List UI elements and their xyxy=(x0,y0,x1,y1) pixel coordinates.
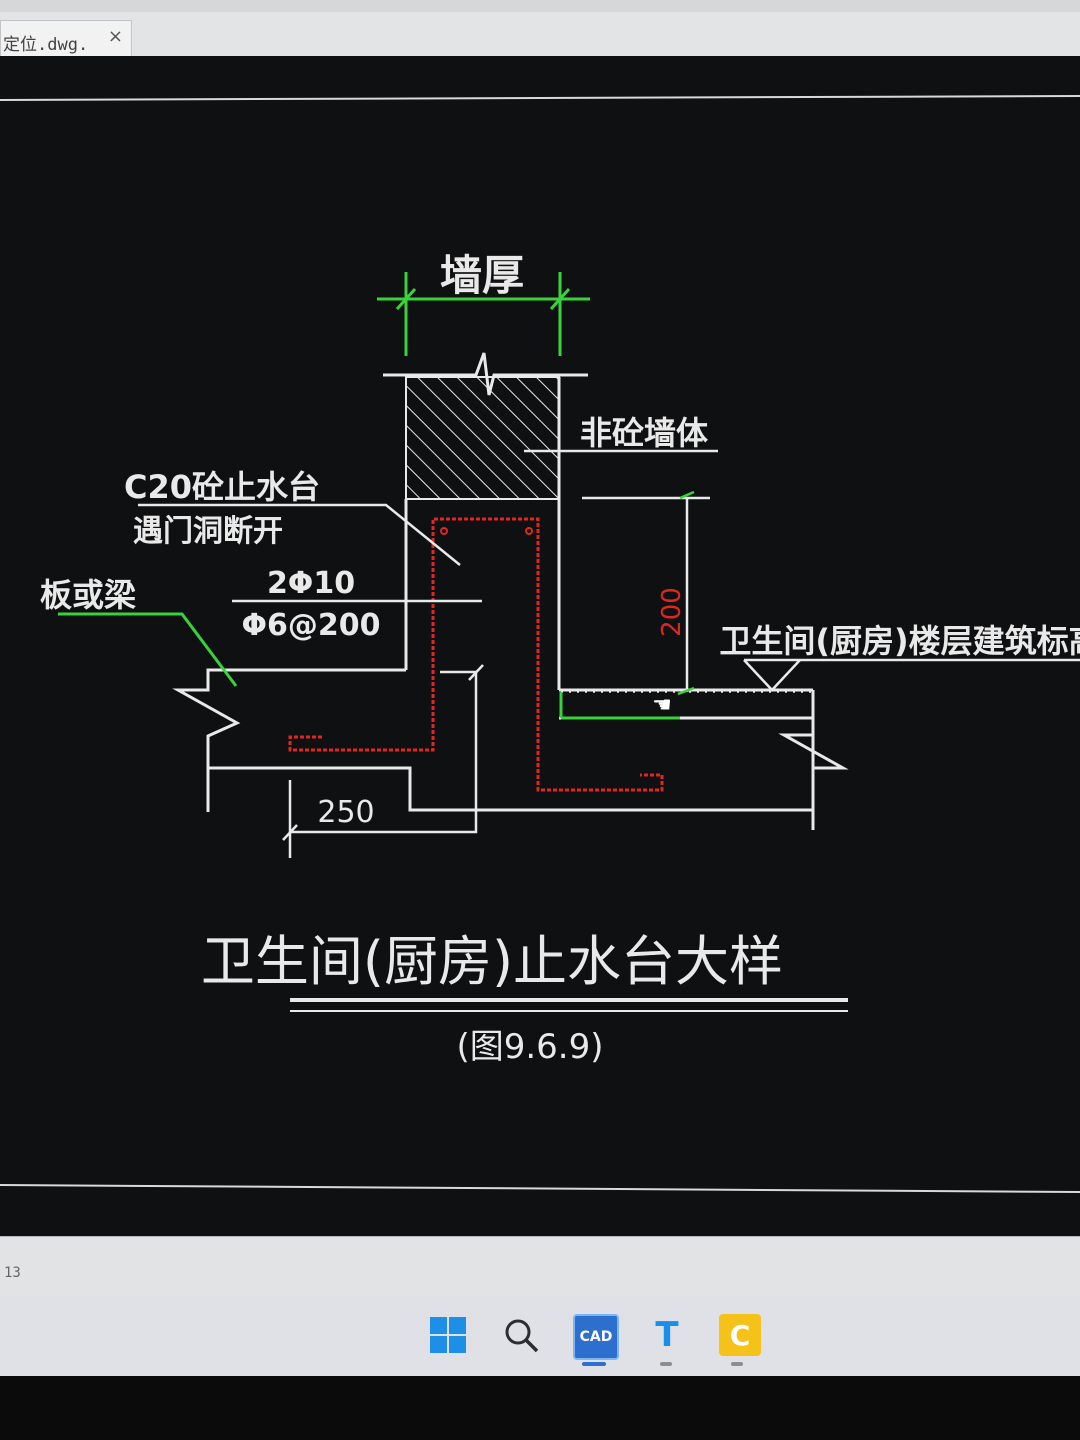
document-tab-strip: 定位.dwg. × xyxy=(0,12,1080,57)
cad-drawing-canvas[interactable]: 200 250 墙厚 非砼墙体 C20砼止水台 遇门洞断开 板或梁 xyxy=(0,56,1080,1236)
menu-bar xyxy=(0,0,1080,12)
windows-start-icon[interactable] xyxy=(427,1314,469,1356)
cad-app-running-indicator xyxy=(582,1362,606,1366)
drawing-title: 卫生间(厨房)止水台大样 xyxy=(201,930,783,993)
wall-thickness-label: 墙厚 xyxy=(440,251,524,300)
rebar-stirrup-label: Φ6@200 xyxy=(242,608,381,643)
floor-screed-layer xyxy=(560,691,814,719)
wall-break-line xyxy=(383,352,588,396)
curb-label-line1: C20砼止水台 xyxy=(124,468,320,506)
rebar-main-label: 2Φ10 xyxy=(267,566,355,601)
figure-number: (图9.6.9) xyxy=(456,1027,603,1067)
slab-or-beam-label: 板或梁 xyxy=(40,576,136,614)
cad-player-icon[interactable]: C xyxy=(719,1314,761,1356)
height-dimension xyxy=(582,490,710,696)
cad-app-icon[interactable]: CAD xyxy=(573,1314,619,1360)
text-app-text: T xyxy=(655,1315,679,1355)
curb-label-leader xyxy=(138,503,461,566)
status-bar: 13 xyxy=(0,1236,1080,1297)
floor-level-triangle xyxy=(743,659,801,692)
windows-logo xyxy=(430,1317,466,1353)
floor-level-label: 卫生间(厨房)楼层建筑标高 xyxy=(719,622,1080,660)
viewport-border-top xyxy=(0,95,1080,101)
text-app-running-indicator xyxy=(660,1362,672,1366)
search-icon[interactable] xyxy=(500,1314,542,1356)
wall-thickness-dimension xyxy=(377,272,590,356)
wall-hatch xyxy=(405,376,560,500)
player-text: C xyxy=(729,1318,751,1352)
non-concrete-wall-label: 非砼墙体 xyxy=(580,414,708,452)
viewport-border-bottom xyxy=(0,1184,1080,1193)
document-tab[interactable]: 定位.dwg. × xyxy=(0,20,132,56)
hand-cursor-icon: ☚ xyxy=(652,693,672,718)
curb-label-line2: 遇门洞断开 xyxy=(133,514,283,549)
rebar-cage xyxy=(288,517,664,792)
main-bar-right xyxy=(525,527,533,535)
close-tab-icon[interactable]: × xyxy=(107,26,123,47)
height-dimension-label: 200 xyxy=(657,587,687,637)
monitor-bezel xyxy=(0,1376,1080,1440)
slab-or-beam-leader xyxy=(58,612,238,687)
main-bar-left xyxy=(440,527,448,535)
width-dimension xyxy=(282,664,484,858)
taskbar: CAD T C xyxy=(0,1296,1080,1376)
status-coordinate: 13 xyxy=(4,1265,21,1281)
cad-player-running-indicator xyxy=(731,1362,743,1366)
document-tab-label: 定位.dwg. xyxy=(3,35,89,55)
width-dimension-label: 250 xyxy=(317,795,374,830)
text-app-icon[interactable]: T xyxy=(646,1314,688,1356)
cad-app-text: CAD xyxy=(579,1329,613,1345)
cad-drawing: 200 250 墙厚 非砼墙体 C20砼止水台 遇门洞断开 板或梁 xyxy=(0,95,1080,1193)
magnifier-glyph xyxy=(505,1319,539,1353)
